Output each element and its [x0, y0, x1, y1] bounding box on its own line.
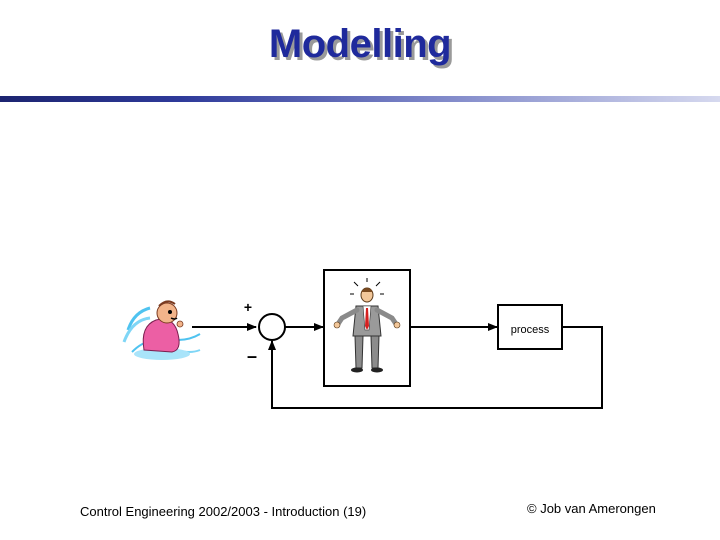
slide-title-text: Modelling	[268, 22, 452, 66]
process-block	[497, 304, 563, 350]
summing-junction	[258, 313, 286, 341]
title-wrap: Modelling Modelling	[0, 22, 720, 69]
plus-sign: +	[244, 299, 252, 315]
businessman-shrugging-icon	[333, 278, 401, 373]
footer-copyright: © Job van Amerongen	[527, 501, 656, 516]
slide-title: Modelling Modelling	[268, 22, 455, 69]
feedback-path	[268, 326, 603, 409]
slide-title-shadow: Modelling	[271, 25, 455, 69]
title-divider	[0, 96, 720, 102]
footer-course-info: Control Engineering 2002/2003 - Introduc…	[80, 504, 367, 519]
process-label: process	[511, 324, 550, 336]
minus-sign: –	[247, 346, 257, 366]
crying-baby-icon	[122, 300, 201, 360]
